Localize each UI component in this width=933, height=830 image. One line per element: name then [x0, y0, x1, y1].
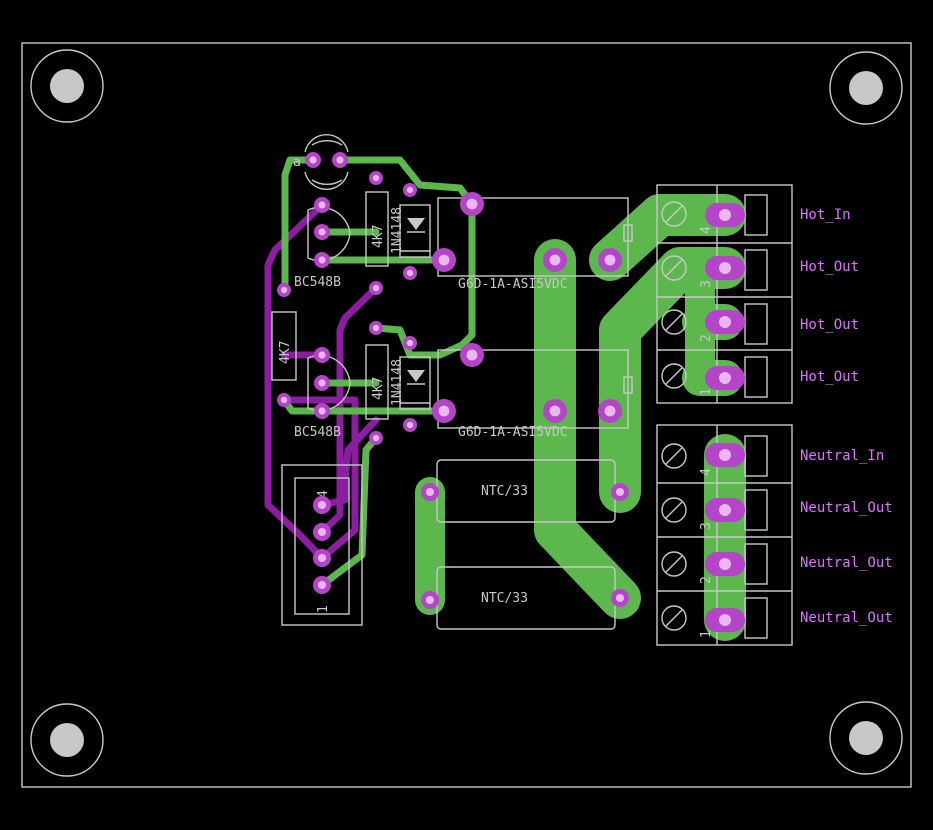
relay-1: G6D-1A-ASI5VDC — [437, 197, 633, 292]
pad-drill — [604, 254, 616, 266]
pad-drill — [317, 553, 327, 563]
neutral-labels: Neutral_In Neutral_Out Neutral_Out Neutr… — [800, 448, 893, 626]
resistor-2-label: 4K7 — [278, 341, 293, 364]
resistor-1: 4K7 — [365, 191, 389, 267]
pad-drill — [318, 379, 326, 387]
ntc-1: NTC/33 — [436, 459, 616, 523]
pin-header: 4 1 — [281, 464, 363, 626]
pad-drill — [406, 421, 414, 429]
pad-drill — [406, 339, 414, 347]
terminal-pad-drill — [719, 372, 731, 384]
diode-1: 1N4148 — [390, 204, 431, 258]
header-pin-1-label: 1 — [316, 605, 331, 613]
ntc-2-label: NTC/33 — [481, 591, 528, 606]
pad-drill — [318, 407, 326, 415]
mounting-hole-bottom-right — [829, 701, 903, 775]
neutral-label-3: Neutral_Out — [800, 555, 893, 571]
pad-drill — [317, 580, 327, 590]
transistor-1-label: BC548B — [294, 275, 341, 290]
resistor-3: 4K7 — [365, 344, 389, 420]
pad-drill — [336, 156, 344, 164]
neutral-pin-1: 1 — [699, 630, 714, 638]
neutral-label-1: Neutral_In — [800, 448, 884, 464]
hot-pin-2: 2 — [699, 334, 714, 342]
pads — [277, 152, 745, 632]
pad-drill — [280, 286, 288, 294]
terminal-pad-drill — [719, 262, 731, 274]
relay-2: G6D-1A-ASI5VDC — [437, 349, 633, 440]
pad-drill — [372, 324, 380, 332]
pad-drill — [406, 269, 414, 277]
header-pin-4-label: 4 — [316, 490, 331, 498]
hot-label-4: Hot_Out — [800, 369, 859, 385]
pad-drill — [318, 351, 326, 359]
diode-2: 1N4148 — [390, 356, 431, 410]
terminal-pad-drill — [719, 614, 731, 626]
relay-2-label: G6D-1A-ASI5VDC — [458, 425, 568, 440]
pad-drill — [318, 201, 326, 209]
hot-pin-1: 1 — [699, 388, 714, 396]
terminal-block-hot: 4 3 2 1 — [656, 184, 793, 404]
pad-drill — [372, 174, 380, 182]
hot-label-2: Hot_Out — [800, 259, 859, 275]
pad-drill — [466, 349, 478, 361]
pad-drill — [406, 186, 414, 194]
neutral-pin-3: 3 — [699, 522, 714, 530]
pad-drill — [372, 284, 380, 292]
pad-drill — [317, 527, 327, 537]
mounting-hole-top-right — [829, 51, 903, 125]
terminal-pad-drill — [719, 316, 731, 328]
pad-drill — [372, 434, 380, 442]
pad-drill — [425, 487, 435, 497]
pad-drill — [318, 228, 326, 236]
pad-drill — [317, 500, 327, 510]
terminal-pad-drill — [719, 504, 731, 516]
pad-drill — [604, 405, 616, 417]
pad-drill — [425, 595, 435, 605]
pad-drill — [309, 156, 317, 164]
transistor-2-label: BC548B — [294, 425, 341, 440]
neutral-label-2: Neutral_Out — [800, 500, 893, 516]
diode-2-label: 1N4148 — [390, 359, 405, 406]
terminal-pad-drill — [719, 449, 731, 461]
pad-drill — [549, 405, 561, 417]
diode-1-label: 1N4148 — [390, 207, 405, 254]
relay-1-label: G6D-1A-ASI5VDC — [458, 277, 568, 292]
pad-drill — [466, 198, 478, 210]
capacitor-mark: a — [293, 155, 301, 170]
top-copper-traces — [280, 156, 746, 641]
pad-drill — [438, 405, 450, 417]
resistor-2: 4K7 — [271, 311, 297, 381]
pad-drill — [280, 396, 288, 404]
pad-drill — [549, 254, 561, 266]
mounting-hole-bottom-left — [30, 703, 104, 777]
terminal-pad-drill — [719, 209, 731, 221]
pad-drill — [615, 593, 625, 603]
hot-pin-3: 3 — [699, 280, 714, 288]
resistor-1-label: 4K7 — [371, 225, 386, 248]
hot-label-3: Hot_Out — [800, 317, 859, 333]
capacitor-footprint: a — [293, 133, 349, 191]
pad-drill — [438, 254, 450, 266]
mounting-hole-top-left — [30, 49, 104, 123]
hot-labels: Hot_In Hot_Out Hot_Out Hot_Out — [800, 207, 859, 385]
ntc-1-label: NTC/33 — [481, 484, 528, 499]
pad-drill — [615, 487, 625, 497]
hot-pin-4: 4 — [699, 226, 714, 234]
hot-label-1: Hot_In — [800, 207, 851, 223]
board-outline — [21, 42, 912, 788]
neutral-label-4: Neutral_Out — [800, 610, 893, 626]
resistor-3-label: 4K7 — [371, 377, 386, 400]
terminal-pad-drill — [719, 558, 731, 570]
neutral-pin-2: 2 — [699, 576, 714, 584]
pad-drill — [318, 256, 326, 264]
neutral-pin-4: 4 — [699, 468, 714, 476]
